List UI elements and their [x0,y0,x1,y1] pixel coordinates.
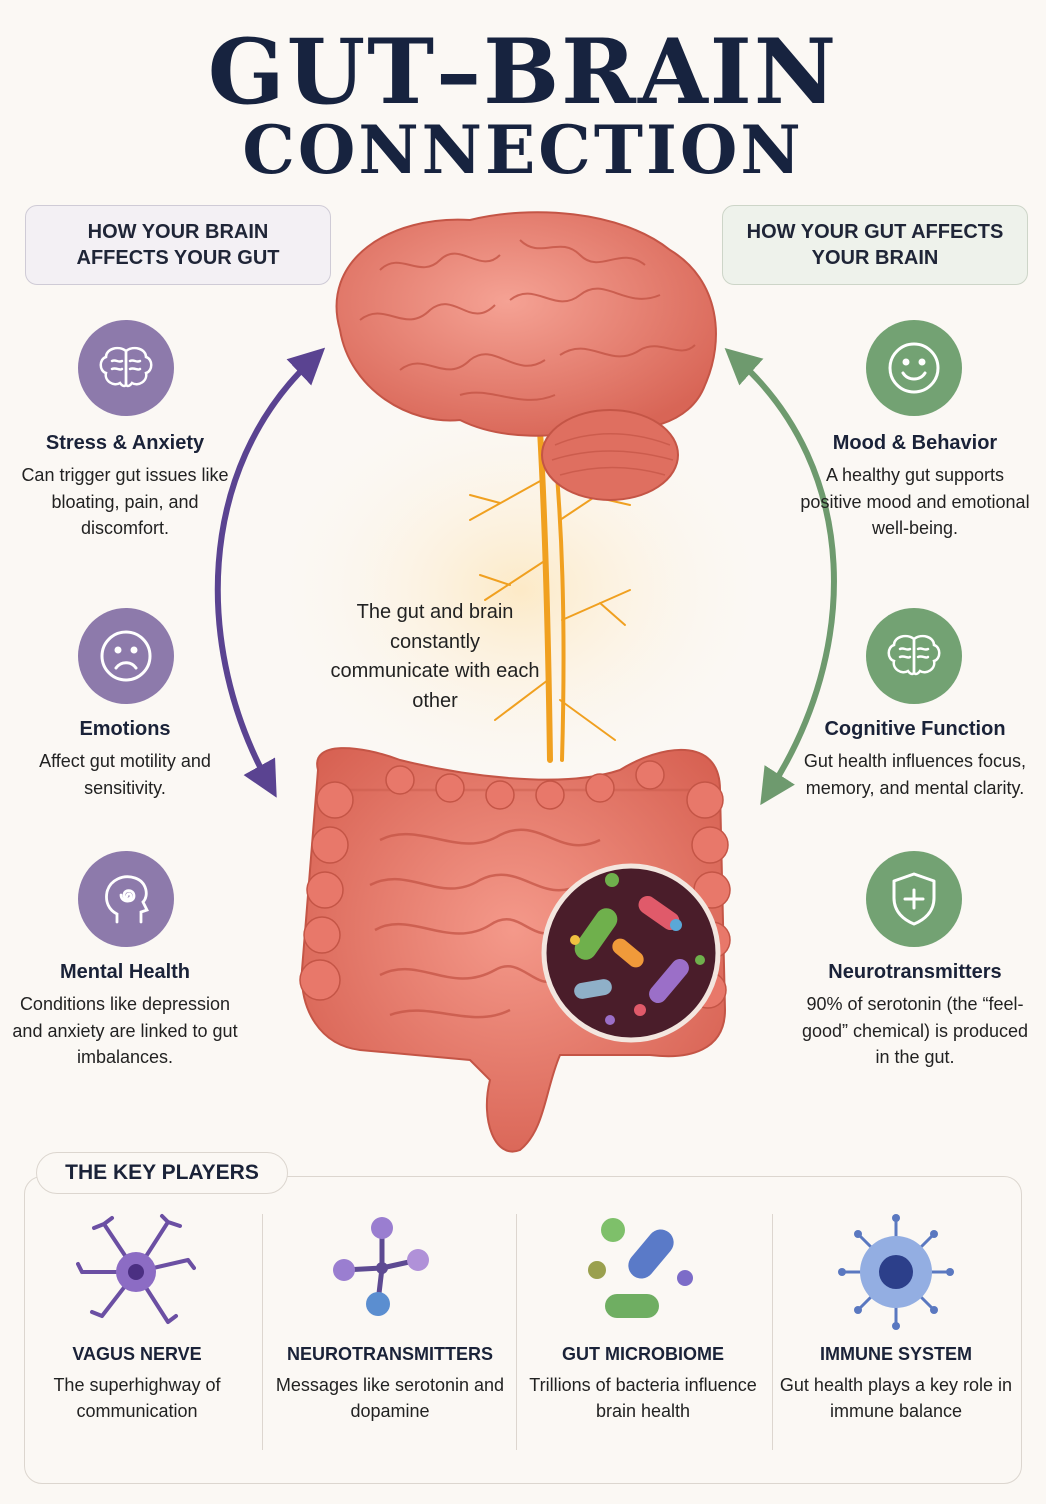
head-spiral-icon [78,851,174,947]
brain-icon [78,320,174,416]
topic-title: Emotions [79,718,171,740]
key-player-title: VAGUS NERVE [72,1344,202,1364]
bacteria-icon [588,1218,693,1318]
topic-description: 90% of serotonin (the “feel-good” chemic… [801,994,1029,1067]
topic-title: Mental Health [59,961,191,983]
topic-mental-health: Mental Health Conditions like depression… [10,959,240,1071]
key-player-description: Trillions of bacteria influence brain he… [529,1375,757,1421]
topic-description: Affect gut motility and sensitivity. [39,751,211,798]
intestines-illustration [299,747,731,1153]
topic-title: Stress & Anxiety [45,432,205,454]
topic-description: Gut health influences focus, memory, and… [803,751,1027,798]
topic-cognitive-function: Cognitive Function Gut health influences… [800,716,1030,801]
page-title: GUT–BRAIN [207,19,839,125]
topic-title: Mood & Behavior [832,432,998,454]
left-column-header: HOW YOUR BRAIN AFFECTS YOUR GUT [25,205,331,285]
topic-title: Neurotransmitters [828,961,1002,983]
topic-title: Cognitive Function [824,718,1006,740]
sad-face-icon [78,608,174,704]
smiley-face-icon [866,320,962,416]
topic-emotions: Emotions Affect gut motility and sensiti… [10,716,240,801]
page-subtitle: CONNECTION [242,111,804,189]
key-player-description: Gut health plays a key role in immune ba… [779,1375,1013,1421]
topic-mood-behavior: Mood & Behavior A healthy gut supports p… [800,430,1030,542]
cerebellum [541,409,679,501]
topic-neurotransmitters: Neurotransmitters 90% of serotonin (the … [800,959,1030,1071]
divider [516,1214,517,1450]
key-players-heading: THE KEY PLAYERS [36,1152,288,1194]
topic-description: Conditions like depression and anxiety a… [12,994,238,1067]
glow-background [260,380,780,800]
key-player-vagus-nerve: VAGUS NERVE The superhighway of communic… [12,1342,262,1424]
key-player-title: GUT MICROBIOME [562,1344,724,1364]
topic-stress-anxiety: Stress & Anxiety Can trigger gut issues … [10,430,240,542]
key-player-neurotransmitters: NEUROTRANSMITTERS Messages like serotoni… [265,1342,515,1424]
right-column-header: HOW YOUR GUT AFFECTS YOUR BRAIN [722,205,1028,285]
key-player-title: NEUROTRANSMITTERS [287,1344,493,1364]
gut-to-brain-arrow [724,347,837,806]
key-player-gut-microbiome: GUT MICROBIOME Trillions of bacteria inf… [518,1342,768,1424]
topic-description: Can trigger gut issues like bloating, pa… [21,465,229,538]
molecule-icon [333,1217,429,1316]
center-caption: The gut and brain constantly communicate… [330,601,540,712]
key-player-immune-system: IMMUNE SYSTEM Gut health plays a key rol… [771,1342,1021,1424]
immune-cell-icon [838,1214,954,1330]
key-players-panel [24,1176,1022,1484]
shield-plus-icon [866,851,962,947]
key-player-description: The superhighway of communication [53,1375,221,1421]
divider [772,1214,773,1450]
key-player-description: Messages like serotonin and dopamine [275,1375,505,1421]
topic-description: A healthy gut supports positive mood and… [800,465,1030,538]
microbiome-zoom-circle [541,863,721,1043]
key-player-title: IMMUNE SYSTEM [819,1344,972,1364]
neuron-icon [76,1214,196,1324]
brain-to-gut-arrow [214,347,326,798]
divider [262,1214,263,1450]
brain-icon [866,608,962,704]
brain-illustration [335,211,717,501]
